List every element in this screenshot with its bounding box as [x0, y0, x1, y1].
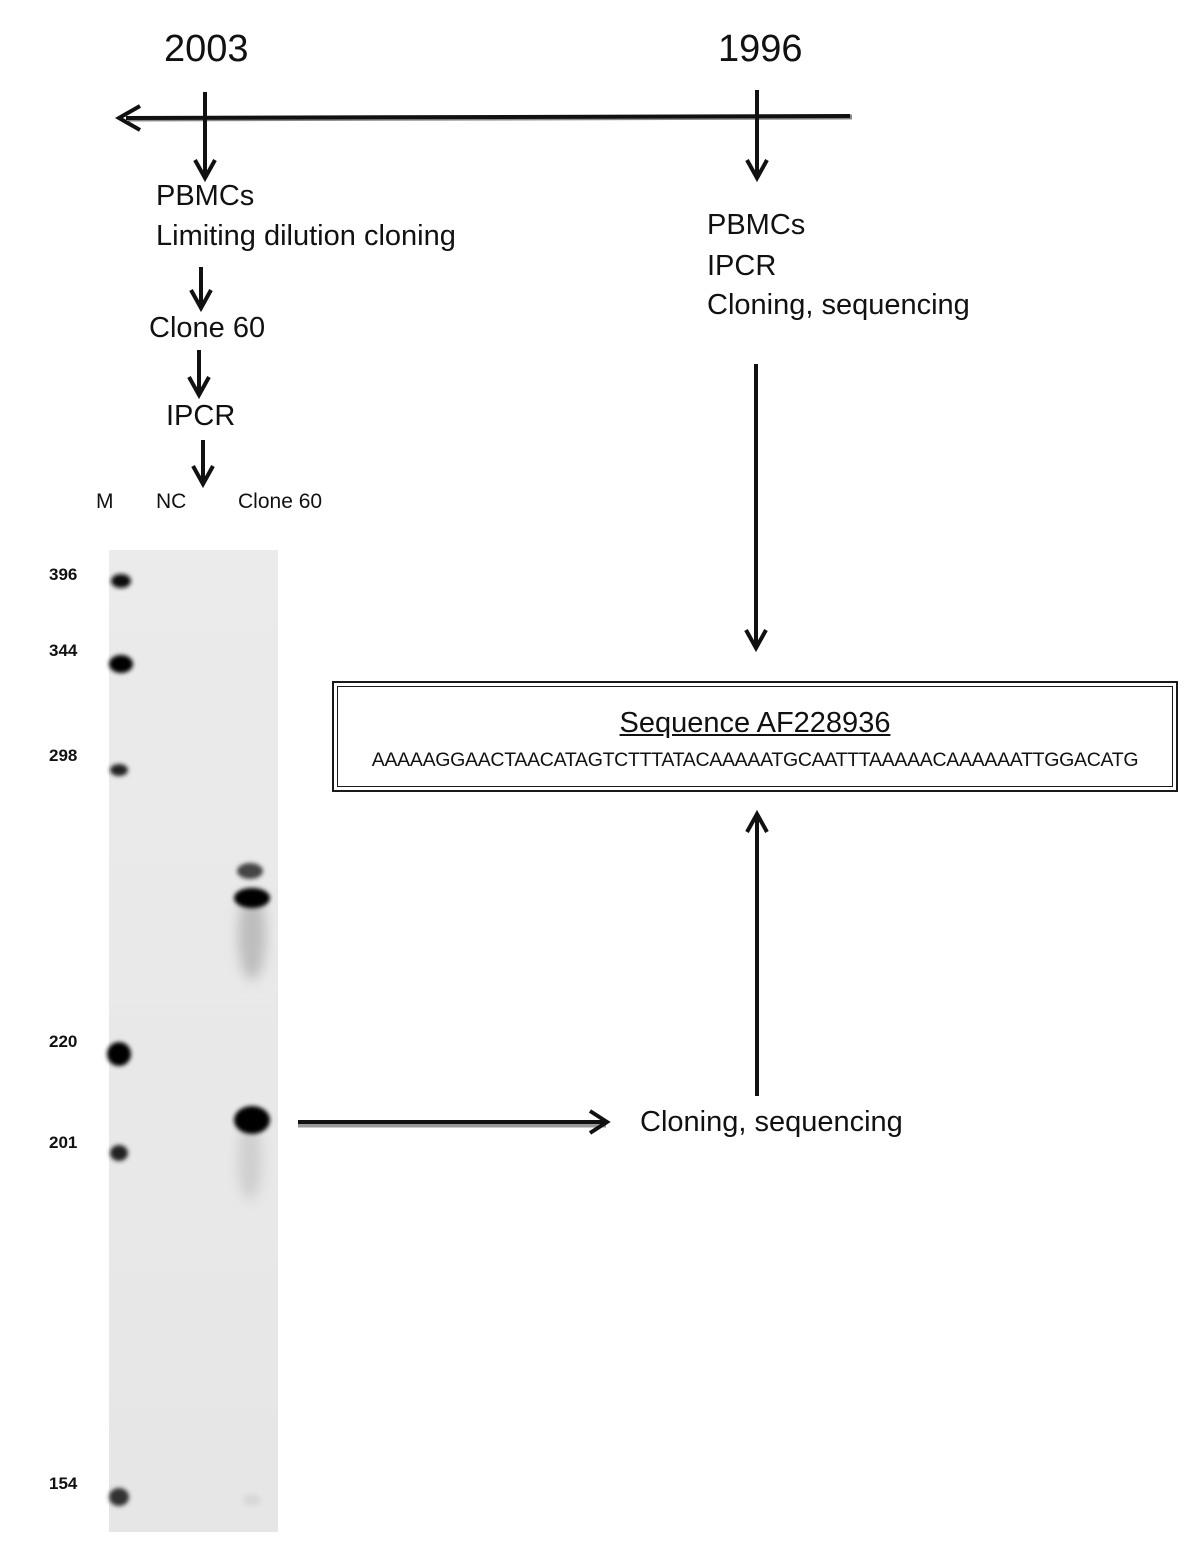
arrow-1996-to-sequence: [744, 364, 768, 653]
marker-band-396: [111, 574, 131, 588]
year-1996-label: 1996: [718, 28, 803, 70]
marker-band-201: [110, 1145, 128, 1161]
marker-band-154: [109, 1488, 129, 1506]
arrow-to-gel: [191, 440, 215, 489]
lane-label-m: M: [96, 490, 114, 513]
gel-image: [107, 550, 278, 1532]
right-step-pbmcs: PBMCs: [707, 209, 806, 241]
clone60-band-lower: [234, 1106, 270, 1134]
marker-size-344: 344: [49, 641, 78, 660]
lane-label-nc: NC: [156, 490, 187, 513]
right-step-cloning-sequencing: Cloning, sequencing: [707, 289, 970, 321]
arrow-2003-down: [193, 92, 217, 183]
arrow-band-to-cloning: [298, 1109, 611, 1135]
clone60-smear-lower: [238, 1120, 262, 1200]
sequence-title: Sequence AF228936: [619, 707, 891, 739]
year-2003-label: 2003: [164, 28, 249, 70]
sequence-box: Sequence AF228936 AAAAAGGAACTAACATAGTCTT…: [332, 681, 1178, 792]
clone60-smear-upper: [238, 890, 266, 980]
marker-band-220: [107, 1042, 131, 1066]
arrow-to-ipcr: [187, 350, 211, 400]
left-step-limiting-dilution: Limiting dilution cloning: [156, 220, 456, 252]
left-step-clone-60: Clone 60: [149, 312, 266, 344]
sequence-box-inner-border: Sequence AF228936 AAAAAGGAACTAACATAGTCTT…: [337, 686, 1173, 787]
marker-size-220: 220: [49, 1032, 78, 1051]
arrow-to-clone60: [189, 267, 213, 313]
marker-size-154: 154: [49, 1474, 78, 1493]
marker-band-344: [109, 655, 133, 673]
bottom-cloning-sequencing: Cloning, sequencing: [640, 1106, 903, 1138]
right-step-ipcr: IPCR: [707, 250, 777, 282]
marker-band-298: [110, 764, 128, 776]
arrow-1996-down: [745, 90, 769, 183]
marker-size-396: 396: [49, 565, 78, 584]
marker-size-201: 201: [49, 1133, 78, 1152]
sequence-text: AAAAAGGAACTAACATAGTCTTTATACAAAAATGCAATTT…: [371, 749, 1139, 771]
clone60-band-faint: [237, 863, 263, 879]
clone60-faint-bottom: [243, 1494, 261, 1506]
left-step-pbmcs: PBMCs: [156, 180, 255, 212]
arrow-cloning-to-sequence: [745, 809, 769, 1096]
clone60-band-upper: [234, 888, 270, 908]
lane-label-clone-60: Clone 60: [238, 490, 323, 513]
timeline-arrow: [114, 104, 853, 132]
left-step-ipcr: IPCR: [166, 400, 236, 432]
marker-size-298: 298: [49, 746, 78, 765]
